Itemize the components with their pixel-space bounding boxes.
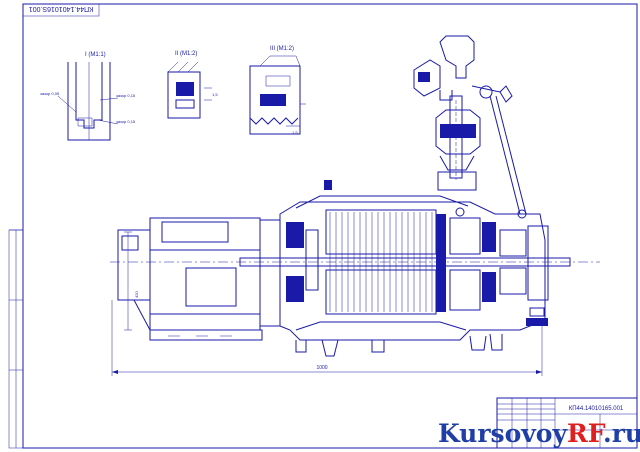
main-shaft xyxy=(239,257,571,267)
view-III-note: 1,5 xyxy=(292,130,298,135)
title-block-code: КП44.14010165.001 xyxy=(569,406,624,412)
gearbox-casing xyxy=(279,201,546,341)
view-III-label: III (М1:2) xyxy=(270,46,294,52)
title-block: КП44.14010165.001 xyxy=(496,397,638,449)
view-I-note-1: зазор 0,05 xyxy=(40,91,60,96)
view-II: II (М1:2) 1,5 xyxy=(167,51,218,119)
rotated-stamp-box xyxy=(22,3,100,17)
sheet-frame xyxy=(22,3,638,449)
view-II-label: II (М1:2) xyxy=(175,51,197,57)
dimensions: 420 1000 xyxy=(111,231,543,376)
lever-head xyxy=(439,35,475,79)
view-I-label: I (М1:1) xyxy=(85,52,106,58)
view-III: III (М1:2) 1,5 xyxy=(249,46,306,135)
view-I: I (М1:1) зазор 0,05 зазор 0,15 зазор 0,1… xyxy=(40,52,136,141)
watermark: KursovoyRF.ru xyxy=(438,419,640,448)
view-I-note-3: зазор 0,15 xyxy=(116,119,136,124)
motor-housing xyxy=(149,217,261,331)
dim-length: 1000 xyxy=(316,365,327,371)
rotated-stamp-code: КП44.1401016S.001 xyxy=(29,5,93,12)
watermark-text: KursovoyRF.ru xyxy=(438,419,640,448)
view-I-note-2: зазор 0,15 xyxy=(116,93,136,98)
view-II-note: 1,5 xyxy=(212,92,218,97)
dim-height: 420 xyxy=(134,291,139,298)
main-assembly xyxy=(110,35,600,357)
